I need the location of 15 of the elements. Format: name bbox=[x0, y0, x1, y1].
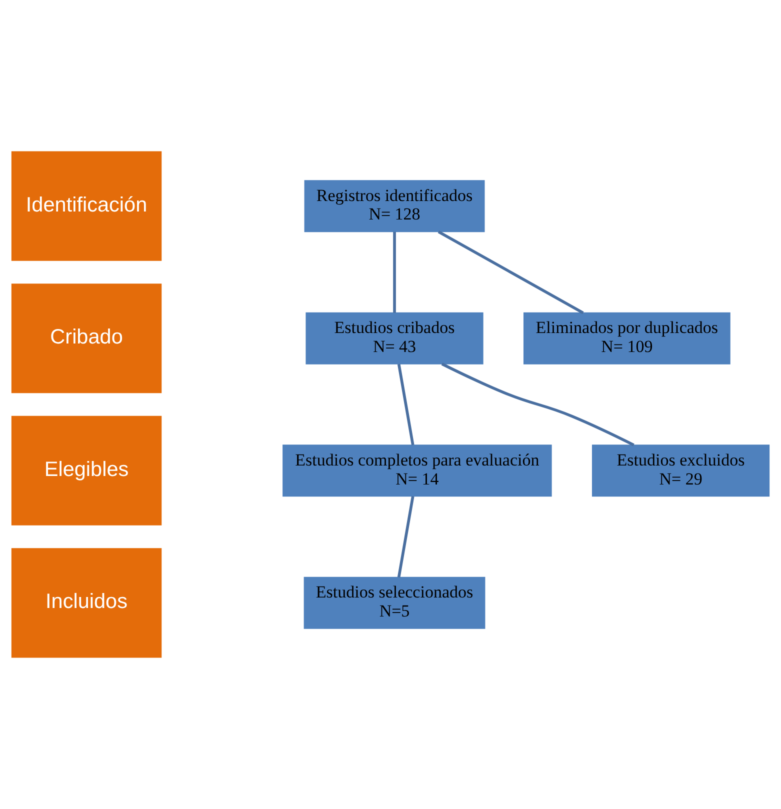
node-box: Estudios excluidos N= 29 bbox=[592, 444, 770, 497]
node-box: Registros identificados N= 128 bbox=[304, 180, 485, 232]
node-box: Identificación bbox=[11, 151, 162, 261]
connector bbox=[441, 362, 634, 446]
node-box: Estudios completos para evaluación N= 14 bbox=[282, 444, 552, 497]
node-box: Elegibles bbox=[11, 416, 162, 526]
node-box: Incluidos bbox=[11, 548, 162, 658]
node-box: Estudios cribados N= 43 bbox=[306, 312, 484, 364]
node-box: Cribado bbox=[11, 284, 162, 394]
node-box: Estudios seleccionados N=5 bbox=[304, 576, 486, 629]
connector bbox=[393, 232, 396, 313]
node-box: Eliminados por duplicados N= 109 bbox=[523, 312, 730, 364]
connector bbox=[438, 230, 584, 314]
connector bbox=[397, 496, 414, 578]
connector bbox=[397, 364, 414, 446]
